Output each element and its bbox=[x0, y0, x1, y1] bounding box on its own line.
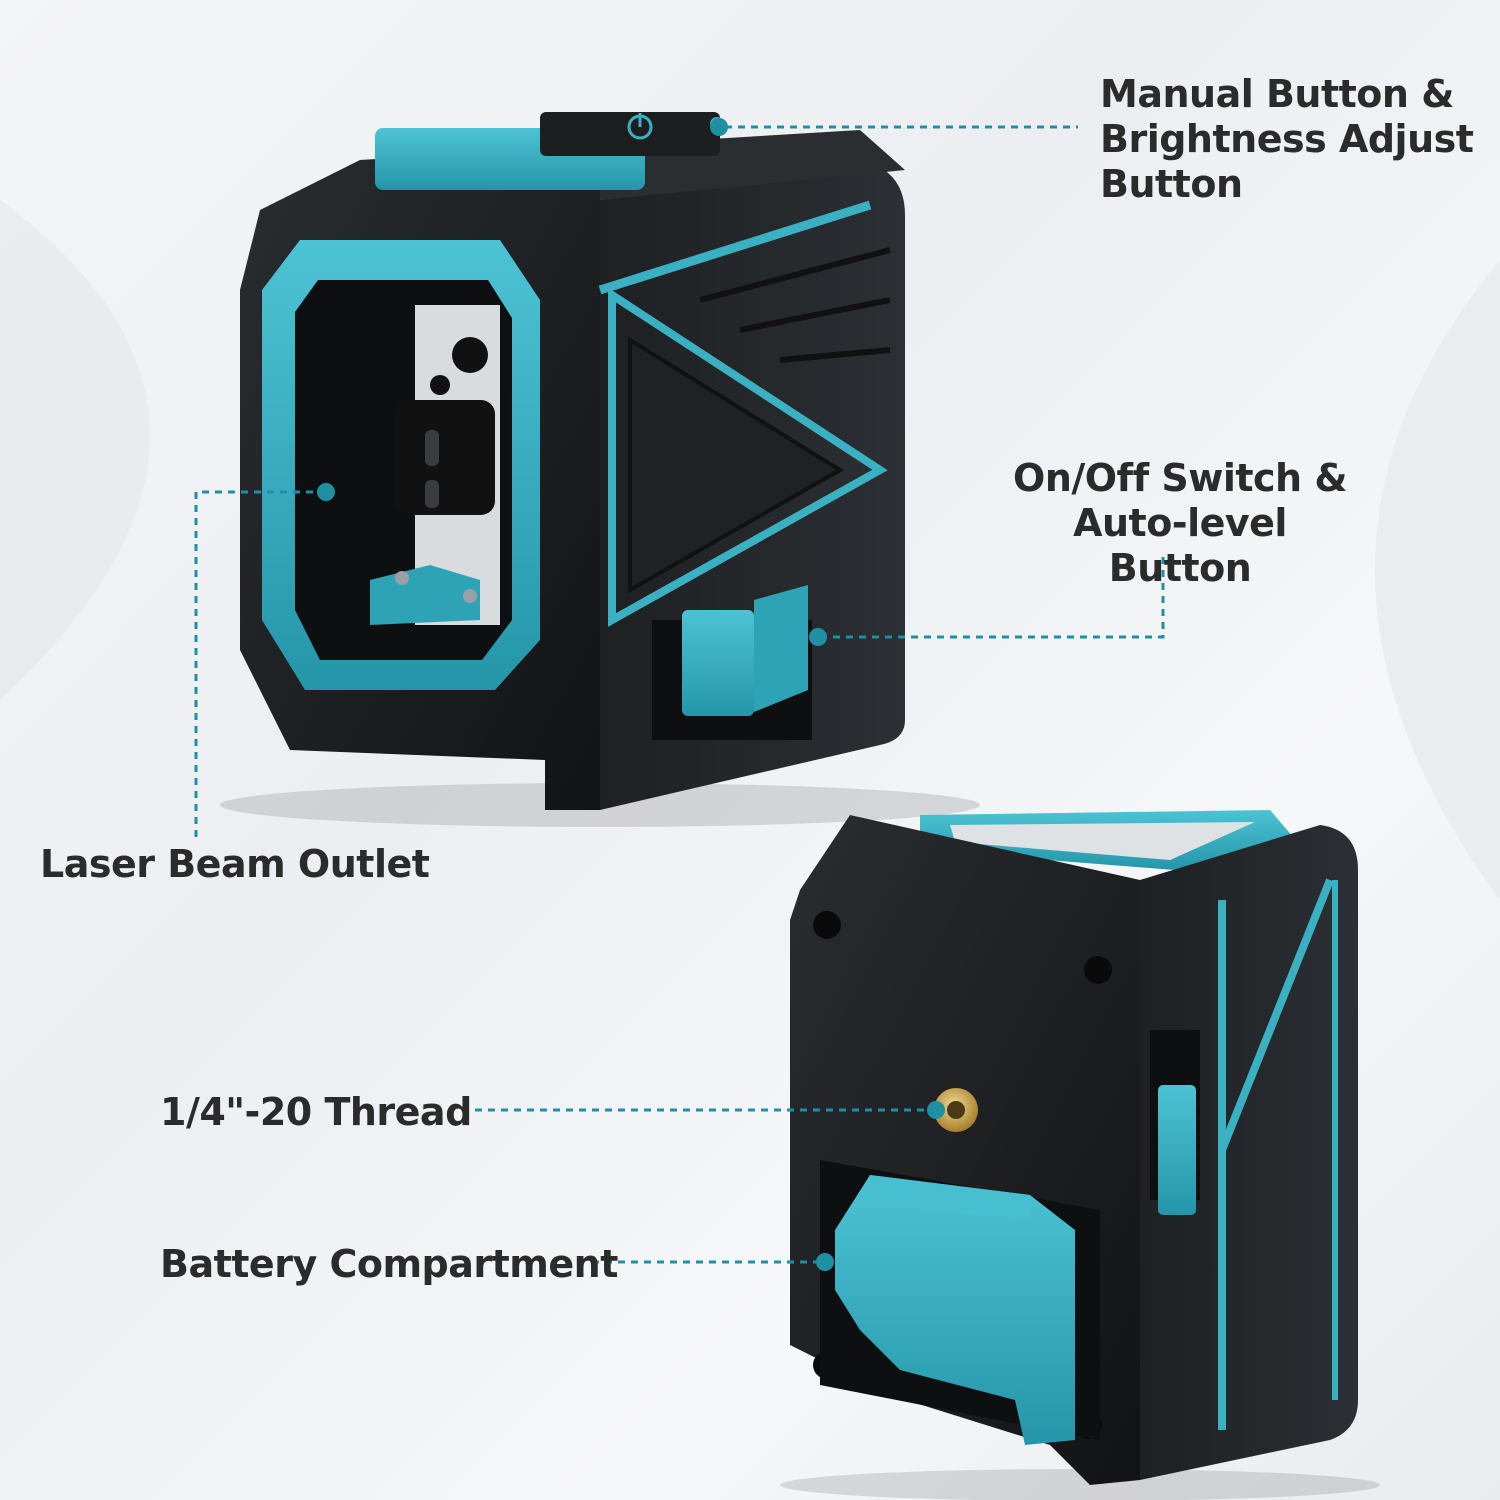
callout-onoff-line-2: Auto-level Button bbox=[1073, 501, 1287, 590]
bottom-device-side-panel bbox=[1140, 825, 1358, 1480]
screw bbox=[1084, 956, 1112, 984]
side-accent-triangle bbox=[608, 287, 888, 627]
on-off-switch[interactable] bbox=[682, 610, 754, 716]
callout-manual-line-1: Manual Button & bbox=[1100, 72, 1454, 116]
callout-manual-line-2: Brightness Adjust bbox=[1100, 117, 1474, 161]
callout-onoff-line-1: On/Off Switch & bbox=[1013, 456, 1347, 500]
side-switch[interactable] bbox=[1158, 1085, 1196, 1215]
callout-manual-button: Manual Button & Brightness Adjust Button bbox=[1100, 72, 1480, 207]
callout-dots bbox=[317, 118, 945, 1271]
callout-manual-line-3: Button bbox=[1100, 162, 1243, 206]
battery-compartment-door[interactable] bbox=[835, 1175, 1075, 1445]
callout-line-onoff bbox=[820, 556, 1165, 639]
power-icon bbox=[627, 113, 653, 140]
callout-laser-beam-outlet: Laser Beam Outlet bbox=[40, 842, 430, 886]
screw bbox=[813, 911, 841, 939]
laser-beam-outlet bbox=[395, 400, 495, 515]
auto-level-switch-tab[interactable] bbox=[754, 585, 808, 712]
callout-line-laser bbox=[194, 490, 326, 842]
laser-level-back-view bbox=[780, 810, 1380, 1500]
callout-on-off-switch: On/Off Switch & Auto-level Button bbox=[1000, 456, 1360, 591]
callout-battery-compartment: Battery Compartment bbox=[160, 1242, 618, 1286]
callout-lines bbox=[194, 125, 1165, 1264]
callout-thread: 1/4"-20 Thread bbox=[160, 1090, 472, 1134]
side-accent-stripe bbox=[598, 200, 872, 295]
laser-level-front-view bbox=[220, 112, 980, 827]
